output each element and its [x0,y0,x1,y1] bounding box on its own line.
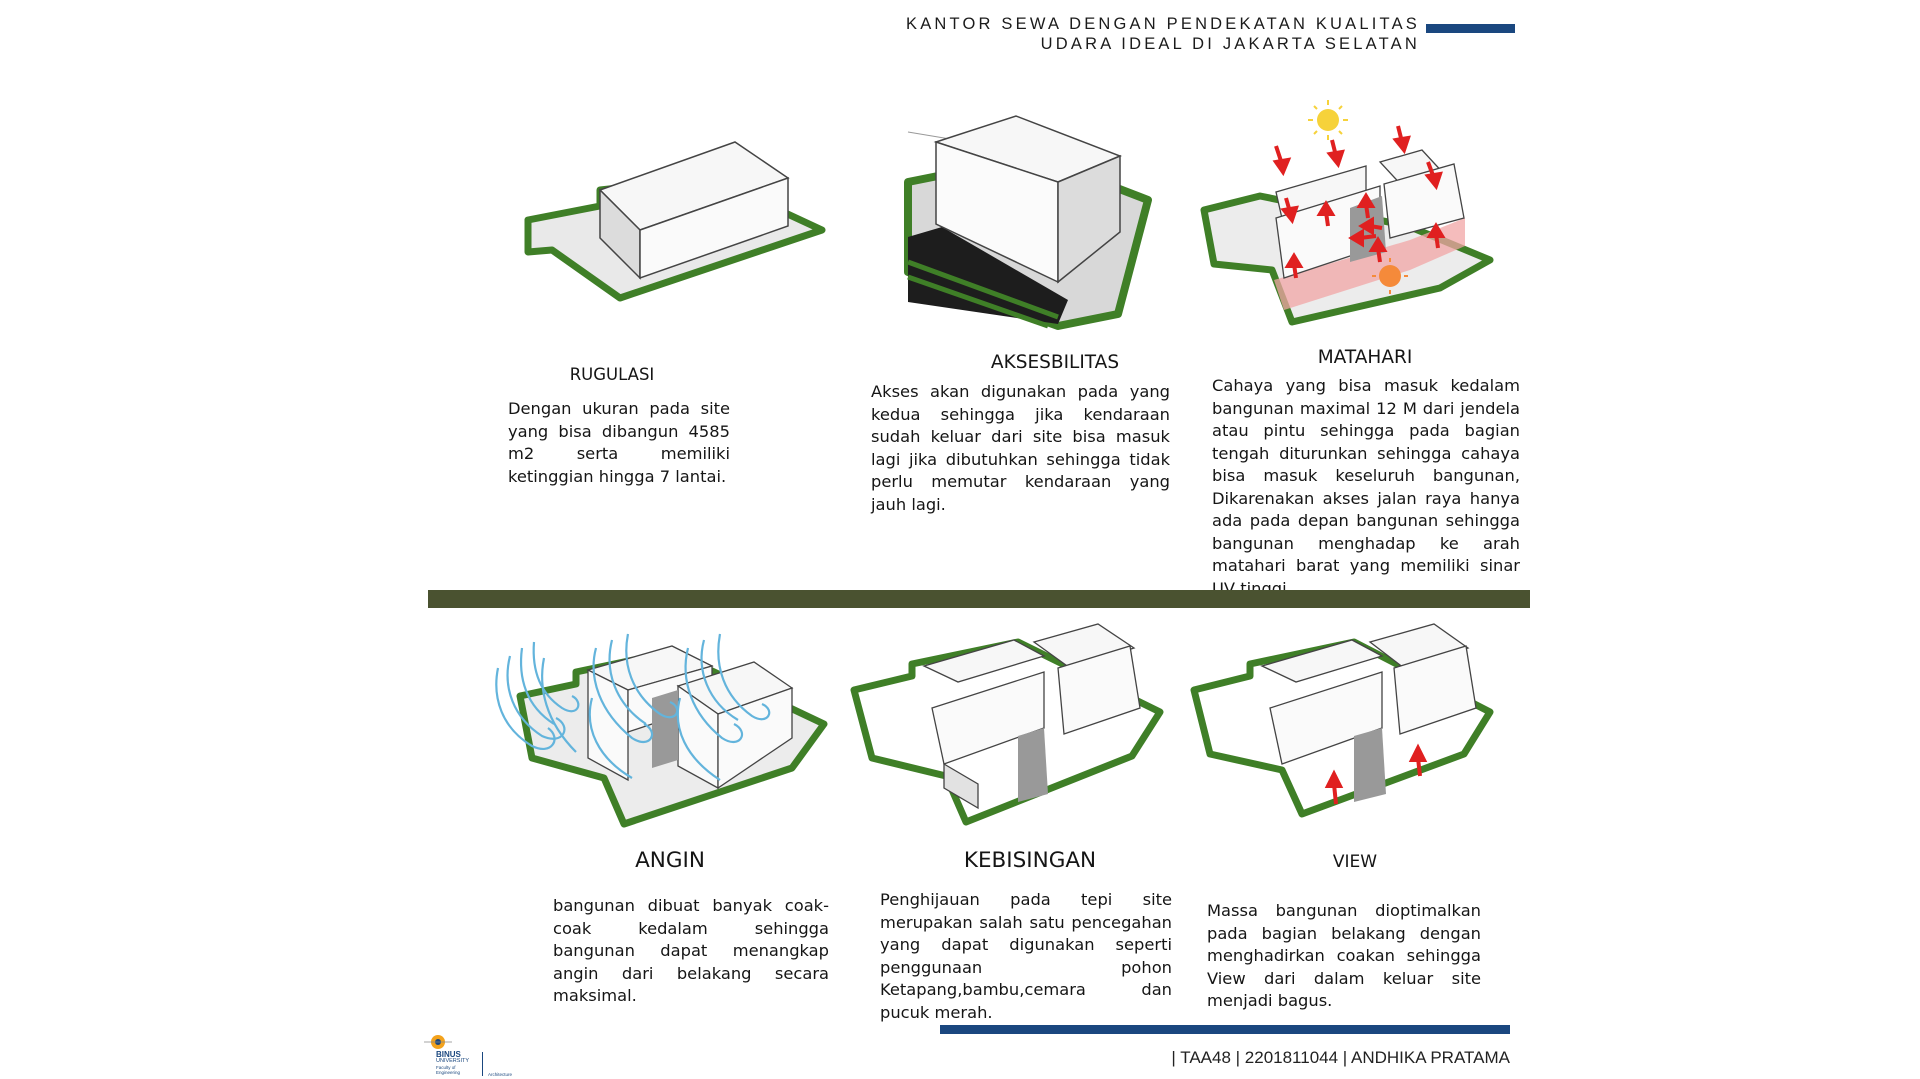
aksesbilitas-text: Akses akan digunakan pada yang kedua seh… [871,382,1170,514]
rugulasi-diagram [524,141,826,302]
logo-faculty-2: Engineering [436,1070,461,1075]
page-title: KANTOR SEWA DENGAN PENDEKATAN KUALITAS U… [840,14,1420,54]
aksesbilitas-diagram [904,115,1152,330]
header-accent-bar [1426,24,1515,33]
view-title: VIEW [1332,852,1378,872]
kebisingan-text: Penghijauan pada tepi site merupakan sal… [880,890,1172,1022]
kebisingan-title: KEBISINGAN [963,848,1097,873]
author-info: | TAA48 | 2201811044 | ANDHIKA PRATAMA [1171,1048,1510,1067]
angin-title: ANGIN [635,848,705,873]
angin-diagram [495,633,828,828]
logo-name: BINUS [436,1050,461,1059]
title-line-1: KANTOR SEWA DENGAN PENDEKATAN KUALITAS [905,15,1420,33]
matahari-diagram [1200,100,1494,326]
logo-dept: Architecture [488,1072,513,1077]
view-text: Massa bangunan dioptimalkan pada bagian … [1207,901,1481,1010]
matahari-text: Cahaya yang bisa masuk kedalam bangunan … [1212,376,1520,598]
angin-text: bangunan dibuat banyak coak-coak kedalam… [553,896,829,1005]
rugulasi-title: RUGULASI [569,365,655,384]
matahari-title: MATAHARI [1317,347,1413,368]
rugulasi-text: Dengan ukuran pada site yang bisa dibang… [508,399,730,486]
aksesbilitas-title: AKSESBILITAS [990,352,1120,373]
kebisingan-diagram [850,623,1164,826]
binus-emblem-icon [424,1035,452,1049]
section-divider [428,590,1530,608]
title-line-2: UDARA IDEAL DI JAKARTA SELATAN [1040,35,1420,53]
logo-sub: UNIVERSITY [436,1058,470,1064]
footer-accent-bar [940,1025,1510,1034]
binus-logo: BINUS UNIVERSITY Faculty of Engineering … [420,1030,530,1078]
logo-faculty-1: Faculty of [436,1065,456,1070]
view-diagram [1190,623,1494,818]
logo-divider [482,1052,483,1076]
